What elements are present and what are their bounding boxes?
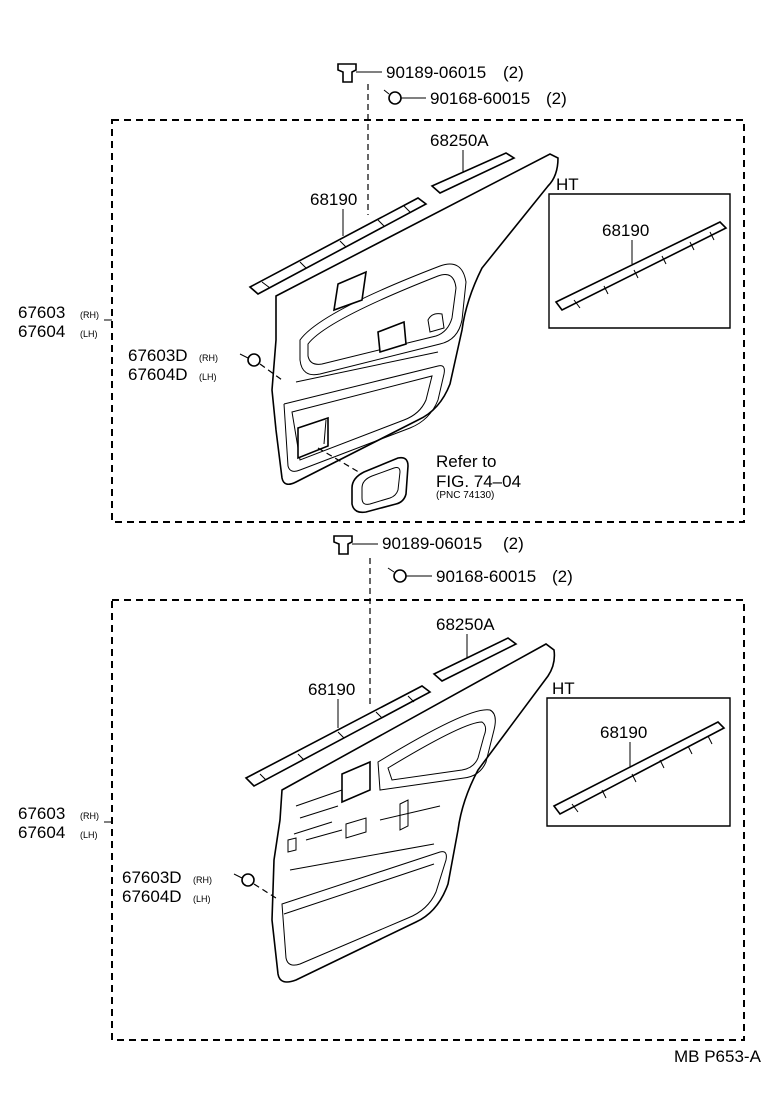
top-assembly: 90189-06015 (2) 90168-60015 (2) 68250A 6… [18,63,745,523]
top-ht-label: HT [556,175,579,194]
bottom-frame [111,599,745,1041]
bottom-assembly: 90189-06015 (2) 90168-60015 (2) 68250A 6… [18,534,745,1041]
top-board-lh-tag: (LH) [80,329,98,339]
bottom-panel-clip-lh-tag: (LH) [193,894,211,904]
top-panel-clip-lh-label: 67604D [128,365,188,384]
bottom-panel-clip-lh-label: 67604D [122,887,182,906]
top-frame [111,119,745,523]
bottom-weatherstrip-label: 68190 [308,680,355,699]
top-refer-line1: Refer to [436,452,496,471]
top-clip-qty: (2) [503,63,524,82]
bottom-screw-icon [387,567,432,583]
top-panel-clip-icon [239,353,283,381]
top-board-rh-label: 67603 [18,303,65,322]
top-screw-icon [383,89,426,105]
bottom-clip-icon [333,535,378,555]
bottom-screw-label: 90168-60015 [436,567,536,586]
bottom-ht-box [546,697,731,827]
top-panel-clip-lh-tag: (LH) [199,372,217,382]
bottom-weatherstrip-a [432,637,518,682]
bottom-panel-clip-icon [233,873,277,899]
top-refer-line2: FIG. 74–04 [436,472,521,491]
top-board-rh-tag: (RH) [80,310,99,320]
bottom-screw-qty: (2) [552,567,573,586]
top-weatherstrip-label: 68190 [310,190,357,209]
bottom-door-trim-panel [271,643,556,983]
bottom-board-rh-label: 67603 [18,804,65,823]
bottom-weatherstrip [244,685,432,787]
top-board-lh-label: 67604 [18,322,65,341]
bottom-panel-clip-rh-label: 67603D [122,868,182,887]
bottom-board-lh-label: 67604 [18,823,65,842]
top-clip-label: 90189-06015 [386,63,486,82]
top-clip-icon [337,63,382,83]
bottom-panel-clip-rh-tag: (RH) [193,875,212,885]
bottom-ht-weatherstrip [552,721,726,816]
top-screw-label: 90168-60015 [430,89,530,108]
top-ht-weatherstrip [554,221,728,312]
bottom-ht-label: HT [552,679,575,698]
top-panel-clip-rh-label: 67603D [128,346,188,365]
top-door-trim-panel [271,153,559,486]
top-panel-clip-rh-tag: (RH) [199,353,218,363]
top-weatherstrip-a [430,152,516,194]
top-pull-handle [317,447,409,514]
figure-code: MB P653-A [674,1047,762,1066]
bottom-ht-weatherstrip-label: 68190 [600,723,647,742]
bottom-board-lh-tag: (LH) [80,830,98,840]
top-ht-weatherstrip-label: 68190 [602,221,649,240]
top-screw-qty: (2) [546,89,567,108]
top-weatherstrip [248,197,428,295]
bottom-clip-label: 90189-06015 [382,534,482,553]
bottom-board-rh-tag: (RH) [80,811,99,821]
top-refer-line3: (PNC 74130) [436,490,494,501]
top-ht-box [548,193,731,329]
bottom-weatherstrip-a-label: 68250A [436,615,495,634]
top-weatherstrip-a-label: 68250A [430,131,489,150]
bottom-clip-qty: (2) [503,534,524,553]
